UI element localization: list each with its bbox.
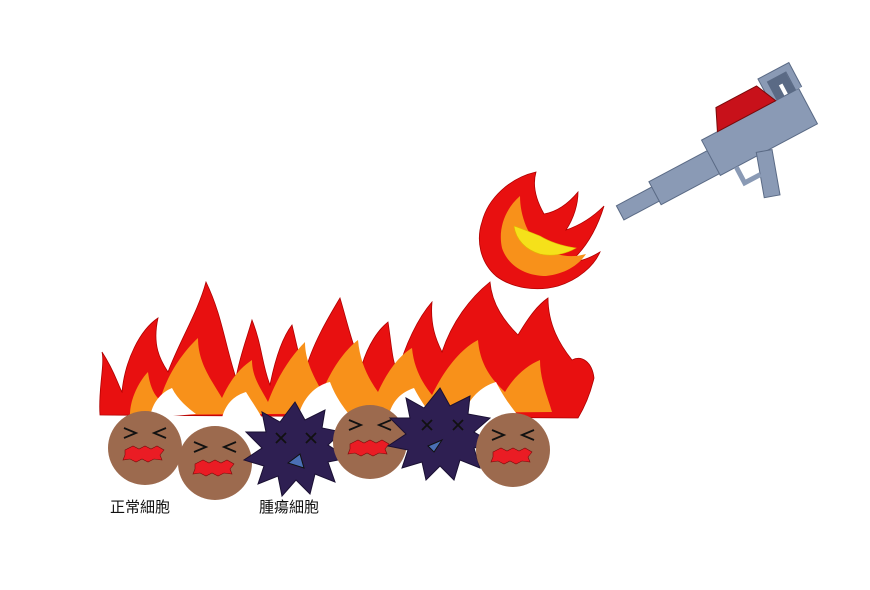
jet-core — [513, 225, 577, 256]
normal-cell — [476, 413, 550, 487]
flame-jet — [479, 171, 605, 290]
x-eye — [452, 419, 464, 431]
squint-eye — [151, 427, 167, 439]
normal-cell — [333, 405, 407, 479]
gun-tank — [715, 85, 777, 133]
cell-mouth — [347, 439, 390, 457]
squint-eye — [221, 441, 237, 453]
cell-mouth — [192, 459, 235, 477]
squint-eye — [519, 429, 535, 441]
x-eye — [305, 432, 317, 444]
flame-inner — [130, 338, 552, 415]
cell-mouth — [490, 447, 533, 465]
tumor-cell — [242, 401, 350, 498]
squint-eye — [193, 441, 209, 453]
normal-cell-label: 正常細胞 — [110, 498, 171, 516]
squint-eye — [491, 429, 507, 441]
x-eye — [421, 419, 433, 431]
cell-mouth — [122, 445, 165, 463]
flame-core — [150, 382, 520, 418]
normal-cell — [108, 411, 182, 485]
x-eye — [275, 432, 287, 444]
cells — [108, 387, 550, 500]
squint-eye — [123, 427, 139, 439]
normal-cell — [178, 426, 252, 500]
jet-middle — [500, 196, 586, 276]
tumor-mouth — [427, 438, 444, 453]
tumor-cell-label: 腫瘍細胞 — [259, 498, 320, 516]
tumor-mouth — [286, 453, 305, 469]
flamethrower-icon — [615, 61, 819, 221]
gun-trigger-guard — [734, 165, 762, 187]
squint-eye — [376, 419, 392, 431]
cell-flames — [99, 280, 595, 419]
tumor-cell — [386, 387, 496, 481]
squint-eye — [348, 419, 364, 431]
